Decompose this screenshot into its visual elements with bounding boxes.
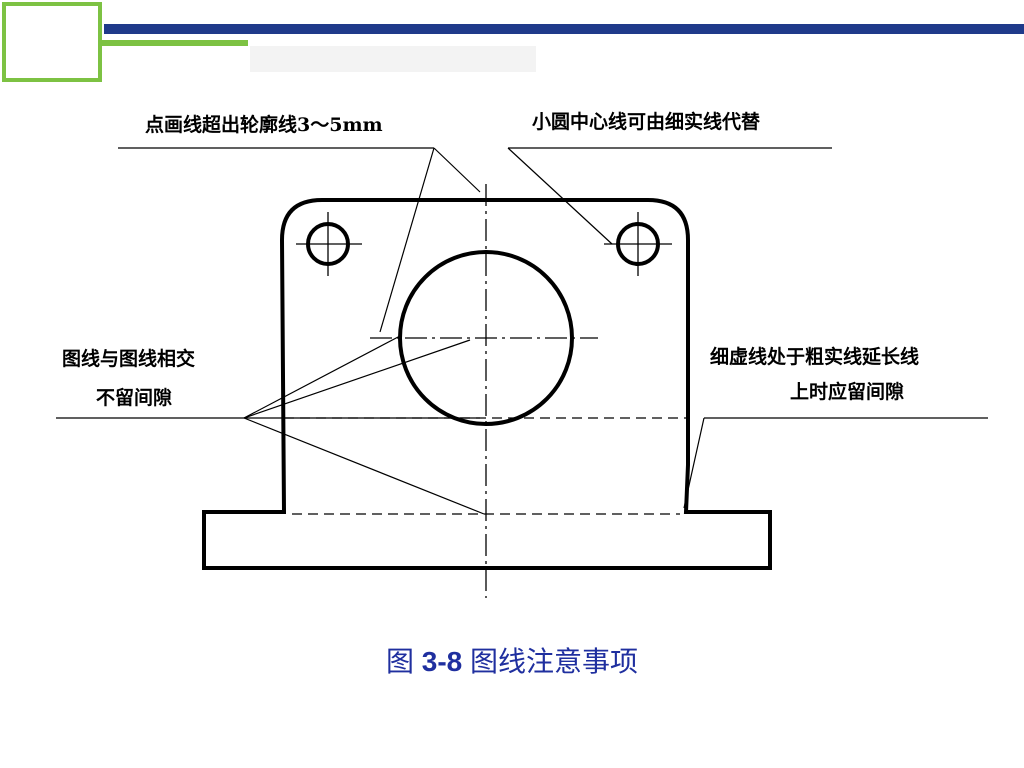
caption-number: 3-8 — [421, 646, 463, 677]
part-outline — [202, 198, 772, 570]
leader-left-1 — [243, 335, 401, 419]
leader-left-4 — [243, 417, 485, 515]
leader-left-2 — [243, 339, 471, 419]
technical-drawing: 点画线超出轮廓线3～5mm 小圆中心线可由细实线代替 图线与图线相交 不留间隙 … — [56, 110, 988, 598]
leader-top-left-1 — [433, 147, 481, 193]
header-green-bar — [98, 40, 248, 46]
label-lines-intersect-line1: 图线与图线相交 — [62, 347, 195, 370]
label-lines-intersect-line2: 不留间隙 — [96, 386, 172, 409]
header-grey-bar — [250, 46, 536, 72]
leader-top-right-1 — [507, 147, 613, 245]
header-blue-bar — [104, 24, 1024, 34]
label-centerline-extend: 点画线超出轮廓线3～5mm — [145, 113, 383, 136]
label-dashed-gap-line1: 细虚线处于粗实线延长线 — [710, 345, 919, 368]
caption-title: 图线注意事项 — [462, 646, 639, 677]
label-small-circle-centerline: 小圆中心线可由细实线代替 — [532, 110, 761, 133]
figure-caption: 图 3-8 图线注意事项 — [0, 640, 1024, 680]
caption-prefix: 图 — [385, 646, 422, 677]
label-dashed-gap-line2: 上时应留间隙 — [790, 380, 904, 403]
leader-top-left-2 — [379, 147, 435, 333]
leader-right-1 — [683, 417, 705, 509]
